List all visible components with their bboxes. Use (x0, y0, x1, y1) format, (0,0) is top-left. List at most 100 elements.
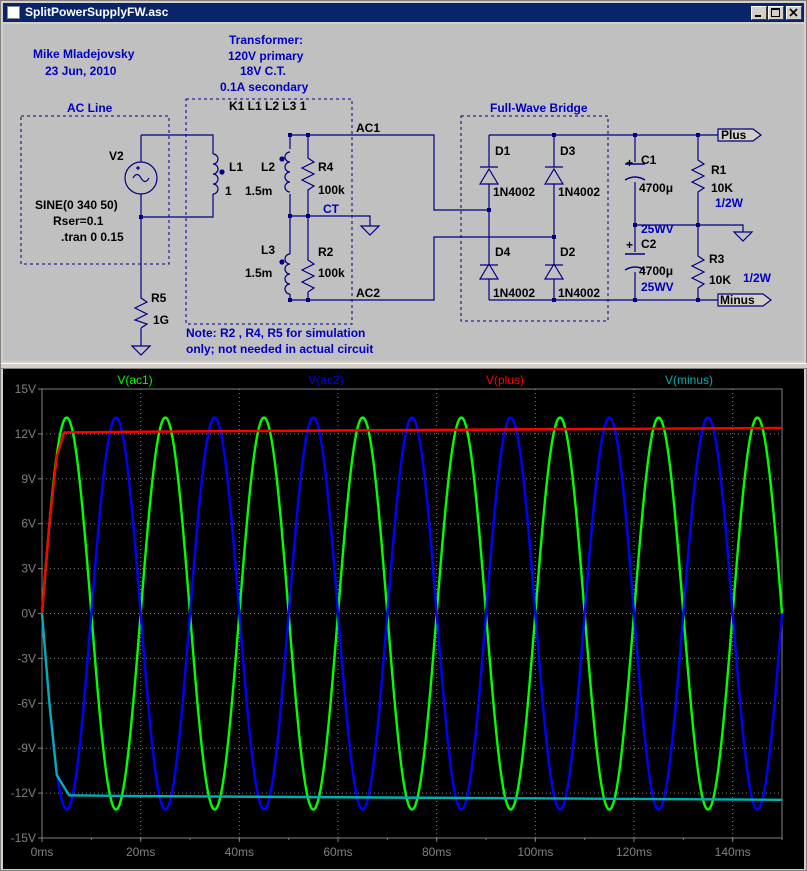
maximize-button[interactable] (768, 6, 784, 20)
c1-value: 4700μ (639, 181, 673, 195)
y-tick-label: 9V (21, 472, 36, 486)
y-tick-label: 0V (21, 607, 36, 621)
legend-entry: V(minus) (665, 373, 713, 387)
l3-value: 1.5m (245, 266, 272, 280)
close-button[interactable] (786, 6, 802, 20)
ct-label: CT (323, 202, 340, 216)
inductor-l2[interactable] (279, 151, 291, 193)
x-tick-label: 0ms (31, 845, 54, 859)
transformer-box (185, 98, 353, 325)
r1-name: R1 (711, 163, 727, 177)
resistor-r2[interactable] (300, 254, 316, 293)
resistor-r3[interactable] (690, 250, 706, 290)
x-tick-label: 140ms (715, 845, 751, 859)
legend-entry: V(plus) (486, 373, 524, 387)
resistor-r5[interactable] (133, 292, 149, 329)
x-tick-label: 100ms (517, 845, 553, 859)
minimize-button[interactable] (751, 6, 767, 20)
ac-line-label: AC Line (67, 101, 113, 115)
r3-name: R3 (709, 252, 725, 266)
l2-value: 1.5m (245, 184, 272, 198)
y-tick-label: -12V (11, 786, 36, 800)
date-label: 23 Jun, 2010 (45, 64, 117, 78)
c1-name: C1 (641, 153, 657, 167)
ac1-label: AC1 (356, 121, 380, 135)
diode-d2[interactable] (543, 259, 565, 280)
coupling-directive: K1 L1 L2 L3 1 (229, 99, 307, 113)
d1-model: 1N4002 (493, 185, 535, 199)
l1-name: L1 (229, 160, 243, 174)
transformer-title: Transformer: (229, 33, 303, 47)
r4-value: 100k (318, 183, 345, 197)
diode-d4[interactable] (478, 259, 500, 280)
diode-d3[interactable] (543, 159, 565, 185)
legend-entry: V(ac1) (117, 373, 152, 387)
y-tick-label: -6V (17, 696, 36, 710)
minus-port[interactable] (717, 293, 772, 307)
close-icon (789, 8, 798, 17)
series-v-ac2-line (40, 416, 784, 811)
y-tick-label: 3V (21, 562, 36, 576)
d2-name: D2 (560, 245, 576, 259)
r2-value: 100k (318, 266, 345, 280)
c2-polarity: + (626, 238, 633, 252)
c2-name: C2 (641, 237, 657, 251)
x-tick-label: 120ms (616, 845, 652, 859)
d3-model: 1N4002 (558, 185, 600, 199)
x-tick-label: 20ms (126, 845, 155, 859)
l1-value: 1 (225, 184, 232, 198)
series-v-ac1-line (40, 416, 784, 811)
note-line-2: only; not needed in actual circuit (186, 342, 373, 356)
voltage-source-v2[interactable] (124, 161, 158, 195)
x-tick-label: 60ms (323, 845, 352, 859)
ac-line-box (20, 115, 170, 265)
y-tick-label: -15V (11, 831, 36, 845)
diode-d1[interactable] (478, 159, 500, 185)
x-tick-label: 80ms (422, 845, 451, 859)
series-v-plus-line (40, 426, 783, 614)
d3-name: D3 (560, 144, 576, 158)
l3-name: L3 (261, 243, 275, 257)
pane-splitter[interactable] (1, 363, 807, 369)
bridge-label: Full-Wave Bridge (490, 101, 588, 115)
resistor-r4[interactable] (300, 152, 316, 194)
schematic-icon (7, 6, 20, 19)
transformer-secondary: 0.1A secondary (220, 80, 309, 94)
ac2-label: AC2 (356, 286, 380, 300)
d1-name: D1 (495, 144, 511, 158)
ground-symbols (130, 225, 754, 356)
y-tick-label: -9V (17, 741, 36, 755)
minus-port-label: Minus (720, 293, 755, 307)
r5-value: 1G (153, 313, 169, 327)
y-tick-label: 6V (21, 517, 36, 531)
inductor-l3[interactable] (279, 253, 291, 295)
title-bar[interactable]: SplitPowerSupplyFW.asc (3, 3, 804, 22)
c1-polarity: + (626, 156, 633, 170)
bridge-box (460, 115, 609, 322)
inductor-l1[interactable] (212, 153, 225, 195)
maximize-icon (771, 8, 780, 17)
plus-port[interactable] (717, 128, 762, 142)
v2-sine: SINE(0 340 50) (35, 198, 118, 212)
resistor-r1[interactable] (690, 154, 706, 194)
r2-name: R2 (318, 245, 334, 259)
d2-model: 1N4002 (558, 286, 600, 300)
c2-rating: 25WV (641, 280, 674, 294)
y-tick-label: 12V (15, 427, 36, 441)
schematic-canvas[interactable]: Mike Mladejovsky 23 Jun, 2010 Transforme… (3, 24, 804, 361)
l2-name: L2 (261, 160, 275, 174)
capacitor-c1[interactable] (624, 163, 646, 181)
legend-entry: V(ac2) (308, 373, 343, 387)
series-v-minus-line (40, 613, 783, 802)
r5-name: R5 (151, 291, 167, 305)
v2-name: V2 (109, 149, 124, 163)
capacitor-c2[interactable] (624, 253, 646, 271)
y-tick-label: -3V (17, 651, 36, 665)
minimize-icon (755, 15, 761, 17)
wires (140, 134, 744, 346)
schematic-pane[interactable]: Mike Mladejovsky 23 Jun, 2010 Transforme… (3, 24, 804, 361)
tran-command: .tran 0 0.15 (61, 230, 124, 244)
